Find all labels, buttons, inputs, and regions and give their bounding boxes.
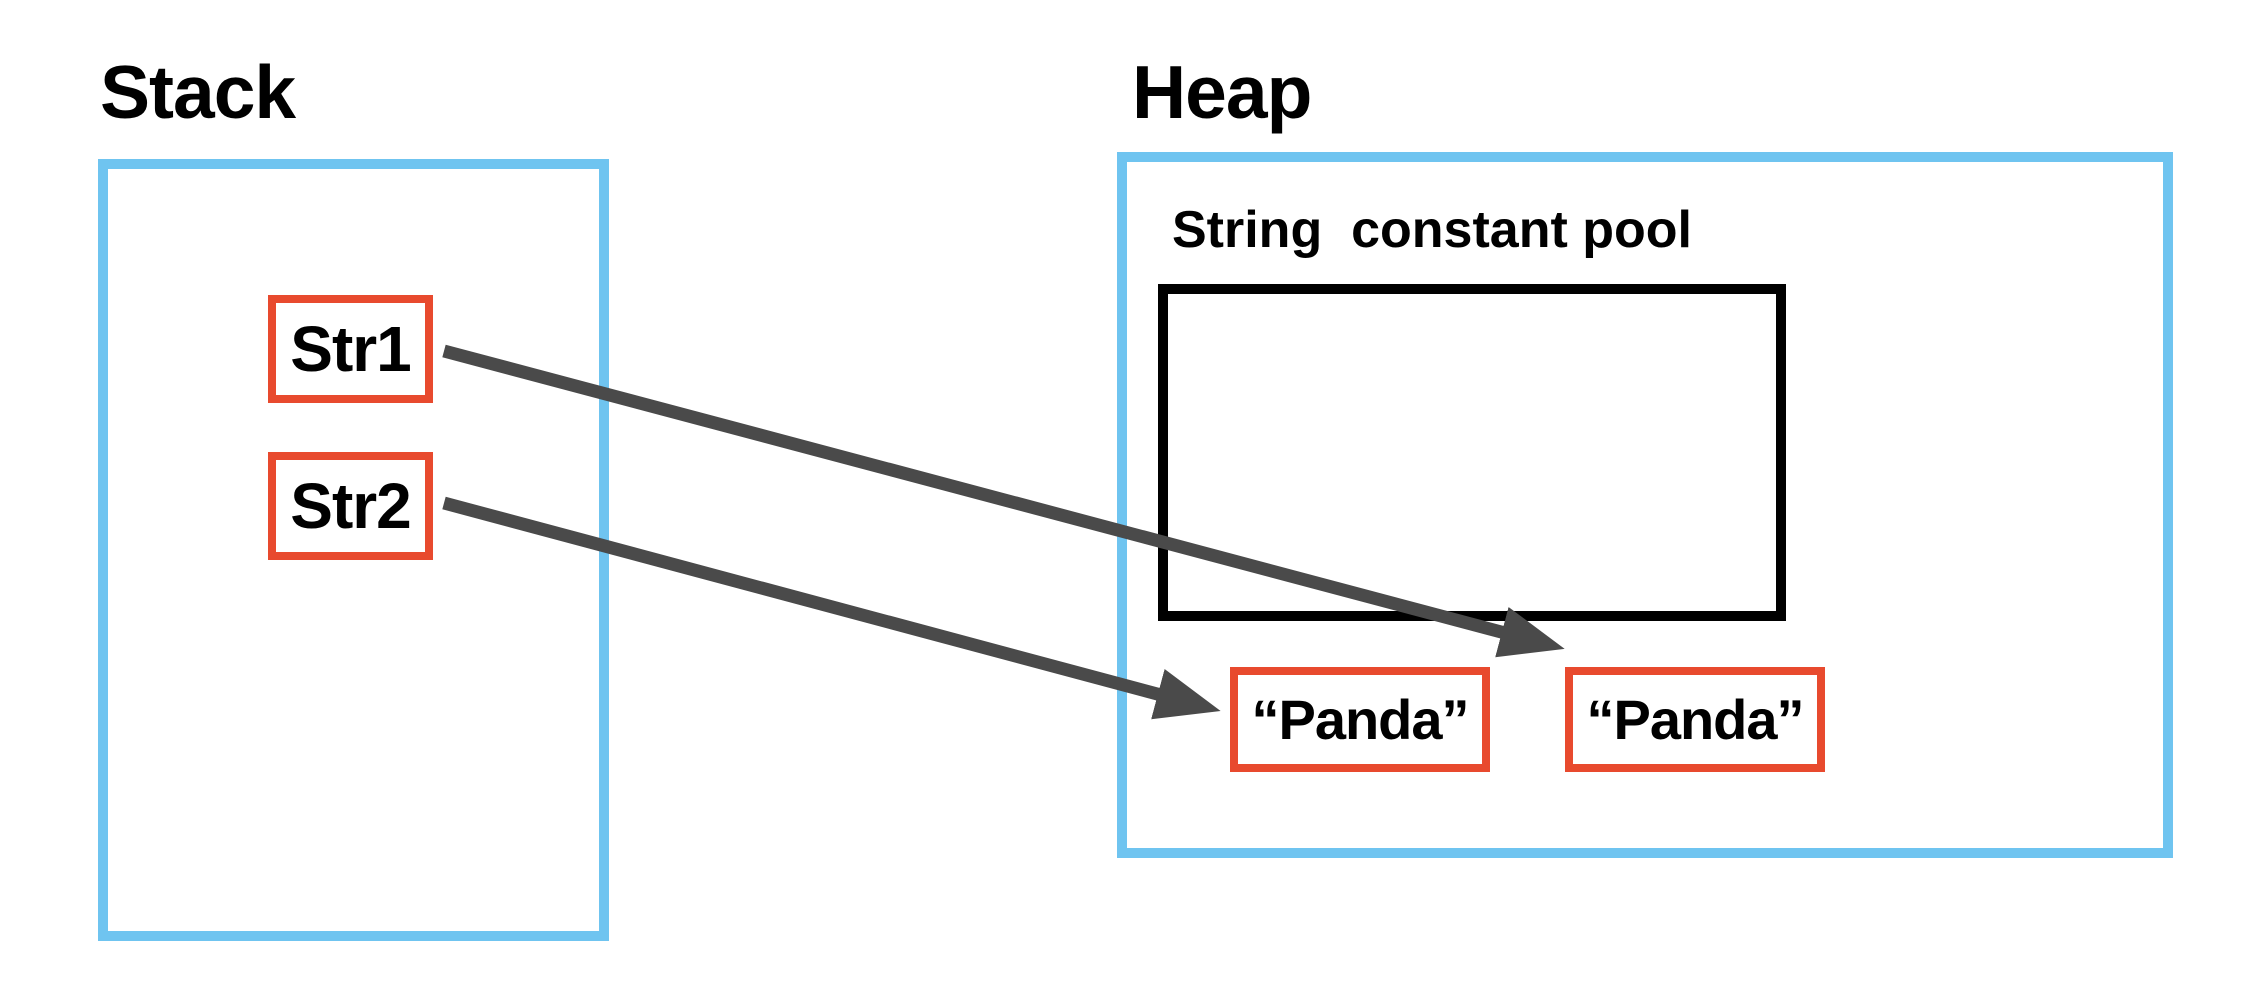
heap-string-panda-left-label: “Panda” — [1251, 687, 1469, 751]
heap-string-panda-right: “Panda” — [1565, 667, 1825, 772]
stack-variable-str1-label: Str1 — [290, 313, 411, 385]
string-constant-pool-box — [1158, 284, 1786, 621]
stack-variable-str1: Str1 — [268, 295, 433, 403]
string-constant-pool-label: String constant pool — [1172, 201, 1692, 259]
heap-title: Heap — [1132, 50, 1312, 134]
stack-title: Stack — [100, 50, 296, 134]
stack-variable-str2-label: Str2 — [290, 470, 411, 542]
heap-string-panda-right-label: “Panda” — [1586, 687, 1804, 751]
stack-variable-str2: Str2 — [268, 452, 433, 560]
heap-string-panda-left: “Panda” — [1230, 667, 1490, 772]
